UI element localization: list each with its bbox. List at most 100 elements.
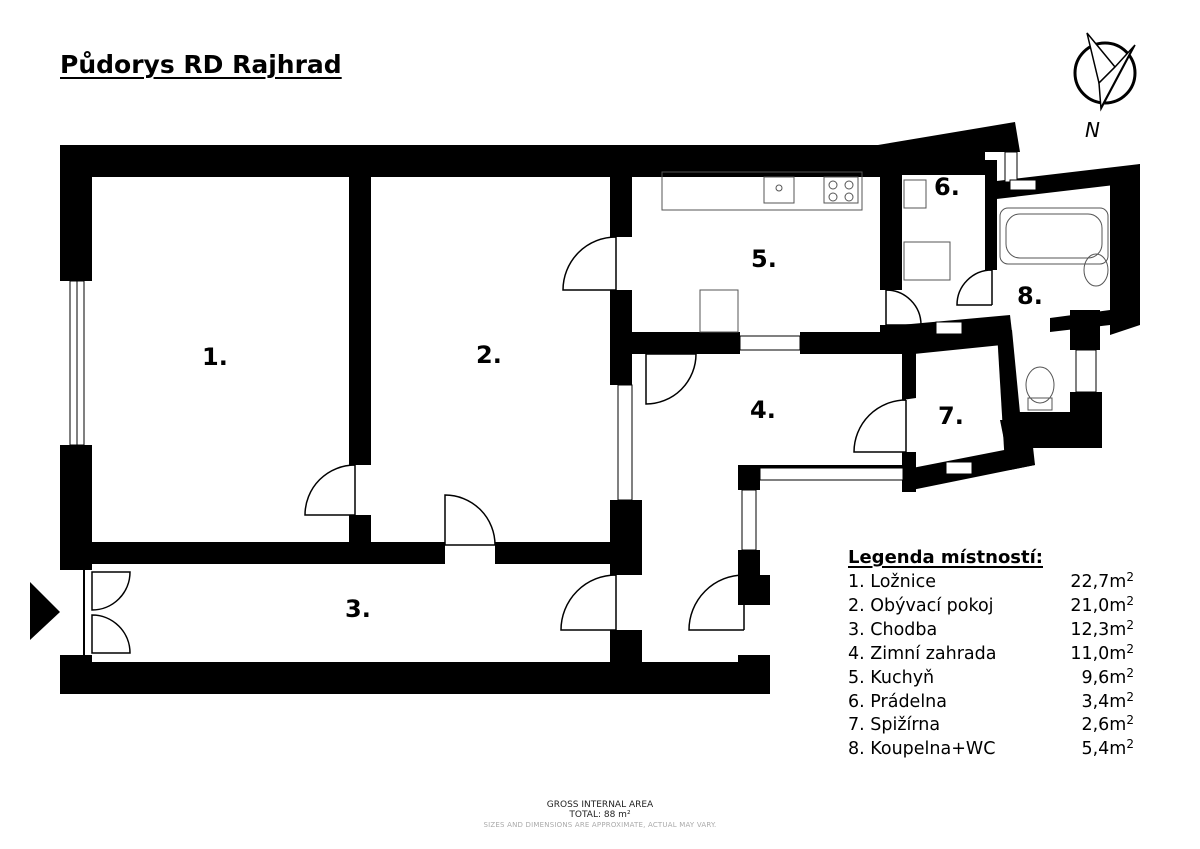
- fixtures: [661, 171, 1109, 411]
- legend-room-number: 4.: [848, 643, 865, 664]
- legend-area-value: 2,6m: [1081, 715, 1127, 736]
- window-r4-south: [759, 467, 904, 481]
- wall-north-wing: [878, 122, 1020, 175]
- wall-kitchen-east: [880, 160, 902, 290]
- legend-row: 2. Obývací pokoj 21,0m2: [848, 595, 1134, 619]
- wall-porch-east: [738, 575, 770, 605]
- legend-room-area: 22,7m2: [1070, 571, 1134, 595]
- legend-room-area: 5,4m2: [1081, 738, 1134, 762]
- legend-room: 5. Kuchyň: [848, 667, 934, 691]
- legend-row: 3. Chodba 12,3m2: [848, 619, 1134, 643]
- kitchen-hob: [823, 176, 859, 204]
- legend-room-name: Spižírna: [870, 715, 941, 736]
- room-label-5: 5.: [751, 245, 777, 273]
- legend-room-number: 6.: [848, 691, 865, 712]
- wall-kitchen-south-a: [610, 332, 740, 354]
- wall-r3-east: [610, 630, 642, 670]
- legend-area-unit: 2: [1126, 617, 1134, 632]
- entrance-door-swing-top: [91, 571, 131, 611]
- door-2-r4: [645, 353, 697, 405]
- legend-area-value: 22,7m: [1070, 572, 1127, 592]
- legend-area-unit: 2: [1126, 737, 1134, 752]
- room-legend: Legenda místností: 1. Ložnice 22,7m2 2. …: [848, 547, 1134, 762]
- legend-area-value: 21,0m: [1070, 595, 1127, 616]
- legend-room-name: Zimní zahrada: [870, 643, 997, 664]
- door-3-r4: [560, 574, 617, 631]
- legend-room-area: 12,3m2: [1070, 619, 1134, 643]
- wall-r2-east-a: [610, 177, 632, 237]
- wall-west-upper: [60, 145, 92, 281]
- door-r4-7: [853, 399, 907, 453]
- window-bath-north: [1009, 179, 1037, 191]
- footer-disclaimer: SIZES AND DIMENSIONS ARE APPROXIMATE, AC…: [483, 820, 717, 829]
- wall-r4-inner: [738, 550, 760, 575]
- legend-room-number: 7.: [848, 715, 865, 736]
- legend-room: 2. Obývací pokoj: [848, 595, 994, 619]
- wall-south: [60, 662, 770, 694]
- legend-room-area: 21,0m2: [1070, 595, 1134, 619]
- wall-kitchen-east-low: [880, 325, 902, 354]
- room-labels: 1. 2. 3. 4. 5. 6. 7. 8.: [202, 173, 1043, 623]
- legend-room-number: 8.: [848, 739, 865, 760]
- laundry-shelf: [903, 179, 927, 209]
- legend-room-number: 5.: [848, 667, 865, 688]
- legend-row: 1. Ložnice 22,7m2: [848, 571, 1134, 595]
- wall-6-east: [985, 160, 997, 270]
- window-wc-east: [1075, 349, 1097, 393]
- legend-row: 6. Prádelna 3,4m2: [848, 691, 1134, 715]
- legend-room: 6. Prádelna: [848, 691, 947, 715]
- washing-machine: [903, 241, 951, 281]
- window-wing-north: [1004, 151, 1018, 183]
- legend-area-unit: 2: [1126, 641, 1134, 656]
- legend-room-name: Prádelna: [870, 691, 947, 712]
- entrance-door-swing-bottom: [91, 614, 131, 654]
- legend-area-value: 9,6m: [1081, 667, 1127, 688]
- legend-area-value: 3,4m: [1081, 691, 1127, 712]
- entrance-door: [30, 570, 131, 655]
- kitchen-sink: [763, 176, 795, 204]
- toilet-tank: [1027, 397, 1053, 411]
- legend-room-name: Obývací pokoj: [870, 595, 994, 616]
- wall-r2-r3-b: [495, 542, 620, 564]
- wall-wc-east: [1070, 310, 1100, 350]
- hob-ring: [828, 180, 838, 190]
- room-label-6: 6.: [934, 173, 960, 201]
- door-2-3: [444, 494, 496, 546]
- legend-room-area: 11,0m2: [1070, 643, 1134, 667]
- legend-row: 5. Kuchyň 9,6m2: [848, 667, 1134, 691]
- legend-title: Legenda místností:: [848, 547, 1043, 568]
- toilet: [1025, 366, 1055, 404]
- wall-7-north: [902, 330, 1002, 355]
- hob-ring: [844, 180, 854, 190]
- legend-area-unit: 2: [1126, 689, 1134, 704]
- legend-room-number: 2.: [848, 595, 865, 616]
- hob-ring: [844, 192, 854, 202]
- legend-room: 7. Spižírna: [848, 714, 940, 738]
- legend-room: 1. Ložnice: [848, 571, 936, 595]
- legend-area-value: 12,3m: [1070, 619, 1127, 640]
- legend-area-unit: 2: [1126, 665, 1134, 680]
- legend-room-name: Chodba: [870, 619, 938, 640]
- compass: N: [1073, 32, 1137, 142]
- legend-row: 7. Spižírna 2,6m2: [848, 714, 1134, 738]
- entrance-arrow-icon: [30, 582, 60, 640]
- legend-room-area: 9,6m2: [1081, 667, 1134, 691]
- windows: [69, 151, 1097, 551]
- room-label-2: 2.: [476, 341, 502, 369]
- wall-west-mid: [60, 445, 92, 570]
- door-kitchen-6: [885, 289, 922, 326]
- legend-room-area: 2,6m2: [1081, 714, 1134, 738]
- wall-r1-r2-low: [349, 515, 371, 545]
- footer-gross-area-label: GROSS INTERNAL AREA: [546, 800, 654, 810]
- wall-7-west: [902, 350, 916, 400]
- room-label-8: 8.: [1017, 282, 1043, 310]
- room-label-3: 3.: [345, 595, 371, 623]
- room-label-1: 1.: [202, 343, 228, 371]
- window-6-south: [935, 321, 963, 335]
- door-6-bath: [956, 269, 993, 306]
- room-label-4: 4.: [750, 396, 776, 424]
- window-room-2-east: [617, 384, 633, 501]
- legend-area-unit: 2: [1126, 570, 1134, 584]
- legend-room-name: Koupelna+WC: [870, 739, 996, 760]
